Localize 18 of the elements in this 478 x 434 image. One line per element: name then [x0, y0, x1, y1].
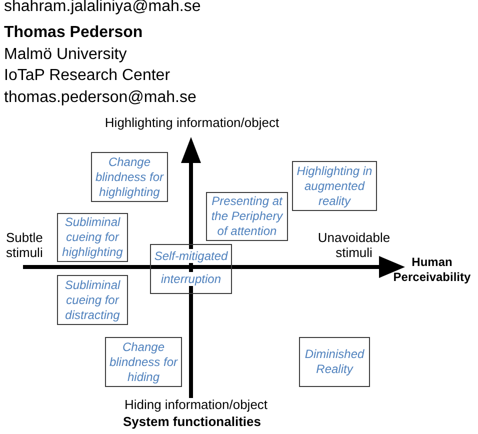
axis-title: Human Perceivability [392, 255, 472, 285]
technique-box: Highlighting in augmented reality [292, 161, 377, 211]
axis-label: Hiding information/object [123, 397, 269, 413]
affiliation-text: IoTaP Research Center [4, 66, 172, 86]
technique-box: Change blindness for highlighting [91, 152, 168, 202]
technique-box: Subliminal cueing for highlighting [57, 213, 128, 262]
affiliation-text: Malmö University [4, 44, 128, 64]
technique-box: Subliminal cueing for distracting [57, 275, 128, 325]
axis-title: System functionalities [122, 414, 262, 430]
axis-label: Unavoidable stimuli [316, 230, 392, 260]
technique-box: Diminished Reality [299, 337, 370, 387]
axis-label: Highlighting information/object [104, 115, 280, 131]
technique-box: Change blindness for hiding [105, 337, 182, 387]
axis-label: Subtle stimuli [6, 230, 44, 260]
technique-box: Self-mitigated interruption [150, 244, 232, 294]
technique-box: Presenting at the Periphery of attention [206, 192, 288, 241]
email-address: thomas.pederson@mah.se [4, 88, 198, 108]
author-name: Thomas Pederson [4, 23, 144, 43]
